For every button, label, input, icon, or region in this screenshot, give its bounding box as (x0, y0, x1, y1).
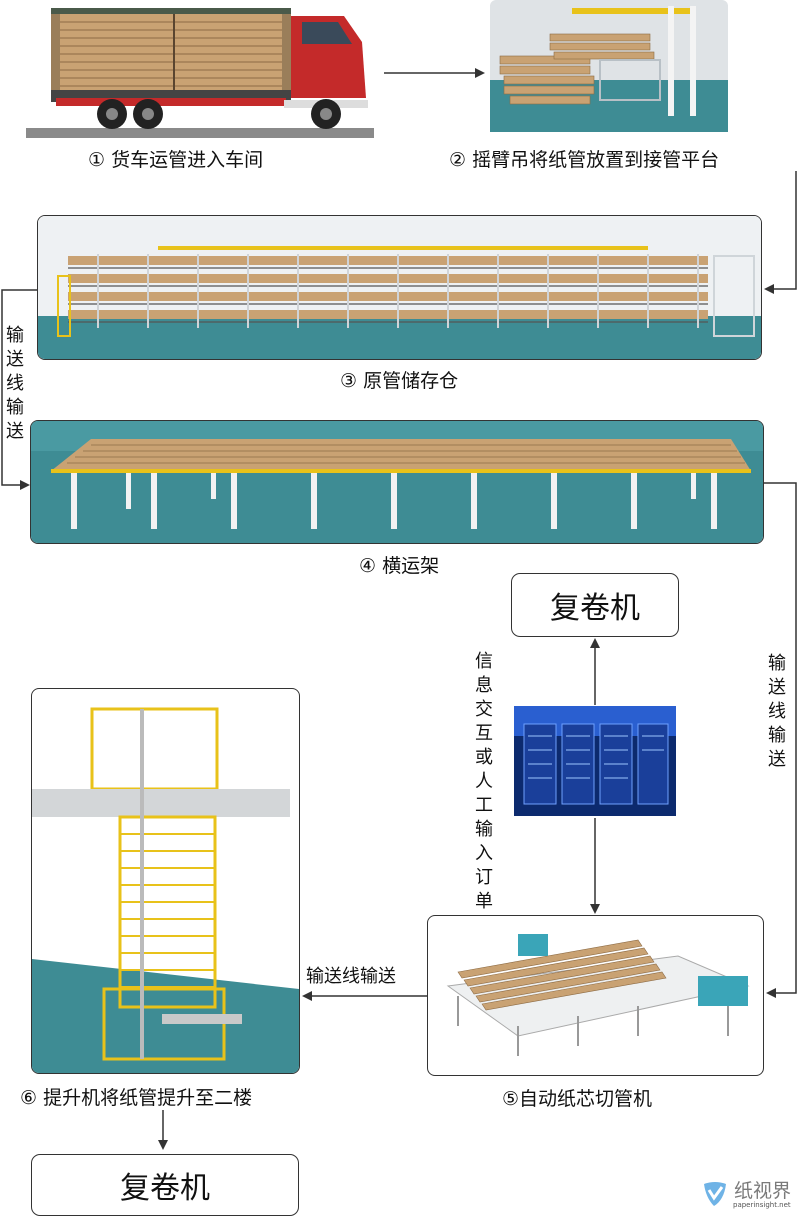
step1-caption: ① 货车运管进入车间 (88, 149, 264, 171)
lift-image (31, 688, 300, 1074)
watermark-name: 纸视界 (734, 1180, 792, 1202)
conveyor-label-right: 输送线输送 (768, 653, 786, 770)
server-image (514, 706, 676, 816)
cutting-machine-image (427, 915, 764, 1076)
watermark: 纸视界 paperinsight.net (700, 1174, 798, 1214)
storage-warehouse-image (37, 215, 762, 360)
watermark-logo-icon (704, 1182, 726, 1206)
conveyor-label-left: 输送线输送 (6, 325, 24, 442)
step5-caption: ⑤自动纸芯切管机 (502, 1088, 653, 1110)
step2-caption: ② 摇臂吊将纸管放置到接管平台 (449, 149, 720, 171)
rewinder-top-box: 复卷机 (511, 573, 679, 637)
crane-platform-image (490, 0, 728, 132)
step4-caption: ④ 横运架 (359, 555, 440, 577)
transverse-rack-image (30, 420, 764, 544)
step3-caption: ③ 原管储存仓 (340, 370, 459, 392)
info-exchange-label: 信息交互或人工输入订单 (475, 651, 493, 912)
conveyor-label-bottom: 输送线输送 (306, 966, 396, 987)
rewinder-bottom-box: 复卷机 (31, 1154, 299, 1216)
truck-image (26, 2, 374, 138)
step6-caption: ⑥ 提升机将纸管提升至二楼 (20, 1087, 253, 1109)
watermark-url: paperinsight.net (733, 1201, 791, 1209)
